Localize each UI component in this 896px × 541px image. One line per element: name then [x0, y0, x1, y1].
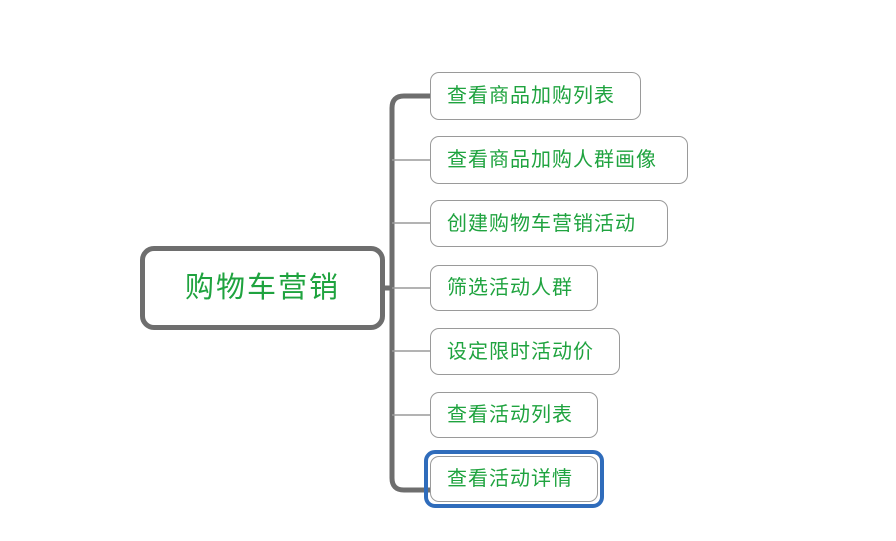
child-node-3-label: 创建购物车营销活动	[447, 212, 636, 235]
child-node-6[interactable]: 查看活动列表	[430, 392, 598, 438]
root-node[interactable]: 购物车营销	[140, 246, 385, 330]
root-node-label: 购物车营销	[184, 271, 340, 304]
child-node-1-label: 查看商品加购列表	[447, 85, 615, 107]
child-node-7[interactable]: 查看活动详情	[430, 456, 598, 502]
child-node-4-label: 筛选活动人群	[447, 277, 573, 299]
child-node-2-label: 查看商品加购人群画像	[447, 149, 657, 171]
child-node-3[interactable]: 创建购物车营销活动	[430, 200, 668, 247]
child-node-4[interactable]: 筛选活动人群	[430, 265, 598, 311]
child-node-7-selection-ring	[424, 450, 604, 508]
child-node-5-label: 设定限时活动价	[447, 340, 594, 363]
child-node-5[interactable]: 设定限时活动价	[430, 328, 620, 375]
child-node-2[interactable]: 查看商品加购人群画像	[430, 136, 688, 184]
branch-connector-1	[389, 93, 430, 109]
child-node-6-label: 查看活动列表	[447, 404, 573, 426]
child-node-1[interactable]: 查看商品加购列表	[430, 72, 641, 120]
child-node-7-label: 查看活动详情	[447, 468, 573, 490]
